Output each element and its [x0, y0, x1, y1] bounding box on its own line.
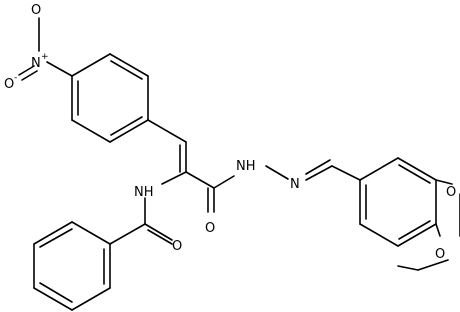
hydrazone-chain [265, 159, 361, 181]
dioxole-ring [397, 179, 460, 271]
nitro-n-plus-label: N [31, 56, 41, 71]
nitro-group-bonds [18, 17, 73, 81]
hydrazone-nh-label: NH [236, 159, 256, 174]
benzodioxole-ring [359, 157, 437, 247]
nitro-n-plus-charge: + [41, 52, 49, 62]
hydrazide-o-label: O [205, 221, 215, 236]
dioxole-o-top-label: O [446, 185, 456, 200]
nitrophenyl-ring [71, 53, 149, 143]
phenyl-ring [33, 221, 111, 311]
nitro-o-minus-label: O [4, 77, 14, 92]
amide-chain [109, 171, 187, 245]
alkene-backbone [147, 119, 187, 173]
nitro-o-minus-charge: - [14, 73, 17, 83]
hydrazone-n-label: N [290, 177, 300, 192]
amide-o-label: O [172, 239, 182, 254]
hydrazide-carbonyl [185, 171, 235, 213]
amide-nh-label: NH [134, 185, 154, 200]
dioxole-o-bottom-label: O [435, 247, 445, 262]
nitro-o-label: O [31, 3, 41, 18]
